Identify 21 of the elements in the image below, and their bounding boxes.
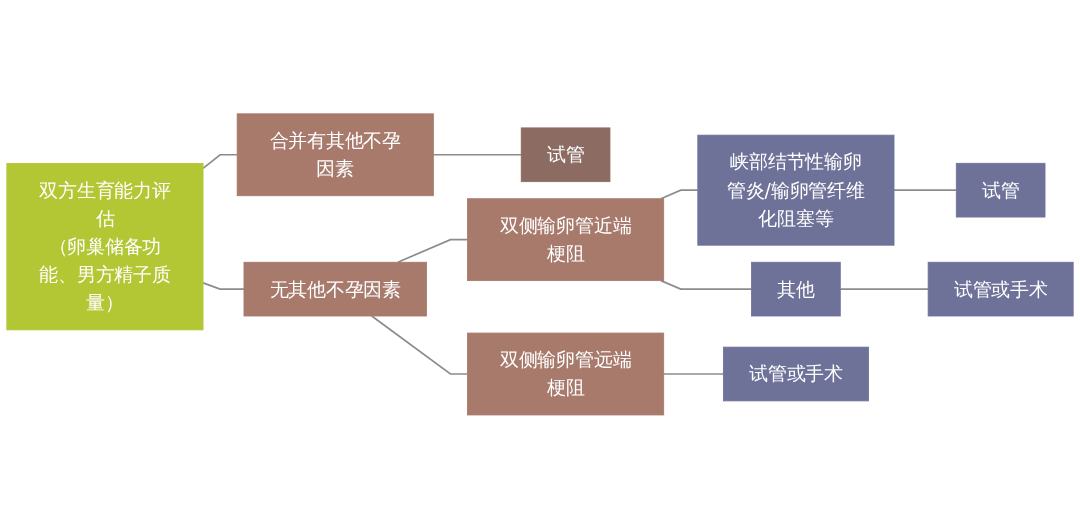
connector [370,315,469,375]
node-box: 无其他不孕因素 [243,261,427,317]
node-box: 双侧输卵管远端梗阻 [467,332,665,416]
node-box: 峡部结节性输卵管炎/输卵管纤维化阻塞等 [697,134,895,246]
node-box: 双方生育能力评估 （卵巢储备功能、男方精子质量） [6,163,204,331]
node-box: 试管或手术 [723,346,869,402]
connector [660,279,753,291]
node-box: 双侧输卵管近端梗阻 [467,198,665,282]
connector [202,282,245,291]
node-box: 合并有其他不孕因素 [236,113,434,197]
node-box: 试管 [955,163,1046,218]
connector [432,154,523,156]
connector [662,373,725,375]
node-box: 试管或手术 [927,261,1074,317]
connector [839,288,929,291]
node-box: 其他 [751,261,841,317]
connector [660,189,699,200]
node-box: 试管 [520,127,611,183]
connector [202,154,238,170]
connector [893,189,958,192]
connector [396,238,469,264]
